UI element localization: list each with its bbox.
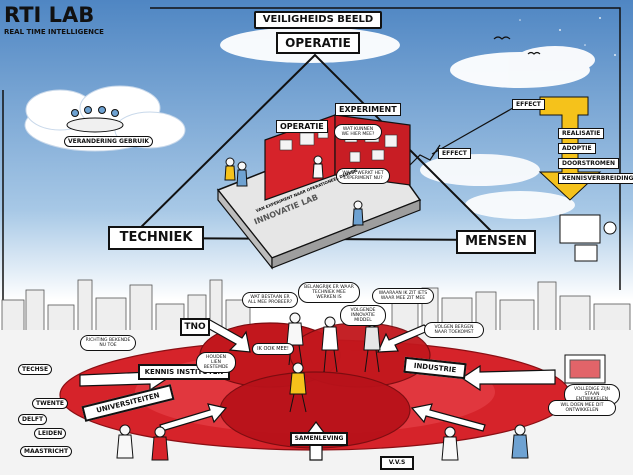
left-item-3: DELFT: [18, 414, 48, 425]
people-platform: [224, 155, 364, 226]
logo-title: RTI LAB: [4, 3, 95, 27]
operatie-label: OPERATIE: [276, 32, 360, 54]
meeting-table: [66, 106, 124, 133]
effect-panel-tag: EFFECT: [512, 99, 545, 110]
speech-bubble-3: WAARAAN IK ZIT IETS WAAR MEE ZIT MEE: [372, 288, 434, 304]
speech-bubble-9: WIL DOEN MEE DIT ONTWIKKELEN: [548, 400, 616, 416]
left-item-1: TECHSE: [18, 364, 53, 375]
techniek-label: TECHNIEK: [108, 226, 204, 250]
right-sketch: [559, 214, 617, 262]
speech-bubble-1: WAT BESTAAN ER ALL MEE PROBEER?: [242, 292, 298, 308]
platform-bubble-mid: WAAR WERKT HET EXPERIMENT NU?: [336, 168, 390, 184]
speech-bubble-6: VOLGEN BERGEN NAAR TOEKOMST: [424, 322, 484, 338]
platform-operatie-label: OPERATIE: [276, 120, 328, 133]
effect-item-1: REALISATIE: [558, 128, 605, 139]
people-bottom: [116, 424, 529, 461]
logo-subtitle: REAL TIME INTELLIGENCE: [4, 28, 104, 36]
platform: [216, 114, 441, 270]
samenleving-label: SAMENLEVING: [290, 432, 348, 446]
people-field: [286, 312, 381, 413]
effect-item-4: KENNISVERBREIDING: [558, 173, 633, 184]
left-item-5: MAASTRICHT: [20, 446, 73, 457]
platform-bubble-top: WAT KUNNEN WE HIER MEE?: [334, 124, 382, 140]
platform-effect-tag: EFFECT: [438, 148, 471, 159]
left-item-2: TWENTE: [32, 398, 69, 409]
stars: [519, 17, 616, 56]
cloud-right-mid: [420, 154, 575, 219]
tno-label: TNO: [180, 318, 210, 336]
speech-bubble-8: VOLLEDIGE ZIJN STAAN ENTWIKKELEN: [564, 384, 620, 405]
laptop-sketch: [564, 354, 606, 384]
ik-ook-mee-bubble: IK OOK MEE!: [252, 343, 294, 355]
frame-top: [150, 7, 621, 290]
left-item-4: LEIDEN: [34, 428, 67, 439]
logo-box: RTI LAB REAL TIME INTELLIGENCE: [4, 4, 142, 44]
vvs-label: V.V.S: [380, 456, 414, 470]
header-banner: VEILIGHEIDS BEELD: [254, 11, 382, 29]
effect-item-2: ADOPTIE: [558, 143, 596, 154]
mensen-label: MENSEN: [456, 230, 536, 254]
platform-experiment-label: EXPERIMENT: [335, 103, 401, 116]
birds: [493, 36, 541, 55]
speech-bubble-2: BELANGRIJK ER WAAR TECHNIEK MEE WERKEN I…: [298, 282, 360, 303]
speech-bubble-5: VOLGENDE INNOVATIE MIDDEL: [340, 305, 386, 326]
effect-item-3: DOORSTROMEN: [558, 158, 620, 169]
speech-bubble-4: RICHTING BEKENDE NU TOE: [80, 335, 136, 351]
speech-bubble-7: HOUDEN LIEN BESTEMDE: [196, 352, 236, 373]
cloud-label: VERANDERING GEBRUIK: [64, 136, 153, 147]
